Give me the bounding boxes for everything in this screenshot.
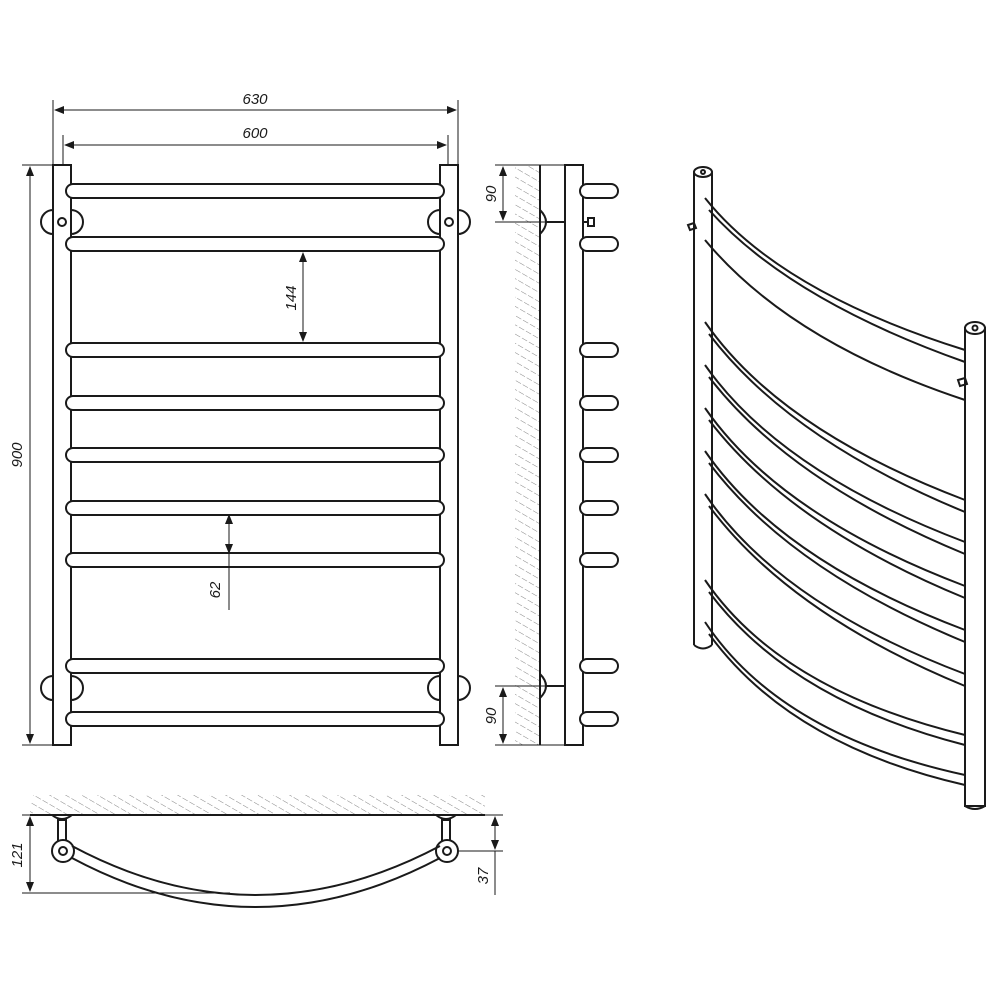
dim-height: 900 [9,164,53,746]
dim-pipe-width-label: 600 [242,125,268,142]
mount-brackets [40,209,471,701]
dim-gap-large-label: 144 [283,285,300,310]
top-curved-bar-outer [71,845,441,896]
wall-hatching-top [30,795,485,815]
front-view: 630 600 900 [9,91,471,746]
dim-overall-width: 630 [52,91,459,165]
side-view: 90 90 [483,164,619,746]
isometric-view [686,166,986,810]
dim-depth-mount-label: 37 [475,867,492,884]
top-brackets [51,814,459,863]
dim-mount-top: 90 [483,164,565,223]
top-curved-bar-inner [71,857,441,908]
dim-mount-bottom: 90 [483,685,565,746]
dim-height-label: 900 [9,442,26,468]
iso-left-post [686,166,713,650]
side-brackets [539,209,595,699]
front-bars [65,183,445,727]
dim-gap-small: 62 [207,514,233,610]
side-bar-stubs [579,183,619,727]
wall-hatching [515,165,540,745]
iso-right-post [956,321,986,810]
dim-overall-width-label: 630 [242,91,268,108]
dim-pipe-width: 600 [62,125,449,165]
dim-depth-total: 121 [9,814,230,894]
dim-gap-large: 144 [283,252,307,342]
dim-gap-small-label: 62 [207,581,224,598]
dim-mount-top-label: 90 [483,185,500,202]
dim-mount-bottom-label: 90 [483,707,500,724]
top-view: 121 37 [9,795,503,908]
iso-curved-bars [704,197,966,786]
dim-depth-total-label: 121 [9,842,26,867]
dim-depth-mount: 37 [458,814,503,895]
